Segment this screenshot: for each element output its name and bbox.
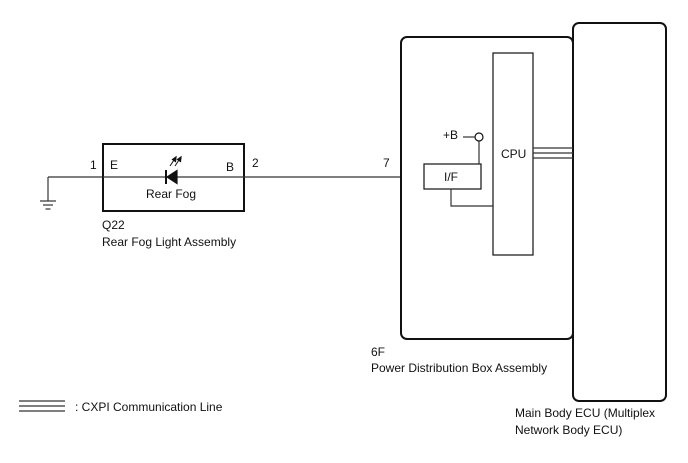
main-body-ecu-box (572, 22, 667, 402)
pdb-pin-number: 7 (383, 156, 390, 170)
pdb-connector-code: 6F (371, 345, 385, 359)
legend-cxpi-label: : CXPI Communication Line (75, 400, 223, 414)
ground-symbol (40, 177, 56, 210)
led-icon (165, 155, 182, 185)
pin-e-number: 1 (90, 158, 97, 172)
cxpi-line (533, 147, 573, 159)
interface-cpu-wire (450, 189, 493, 207)
main-body-ecu-name-line1: Main Body ECU (Multiplex (515, 406, 655, 420)
cpu-box (492, 52, 534, 256)
pin-b-label: B (226, 160, 234, 174)
supply-terminal-icon (474, 132, 484, 142)
interface-label: I/F (444, 170, 458, 184)
rear-fog-assembly-name: Rear Fog Light Assembly (102, 235, 236, 249)
legend-cxpi-line-icon (19, 400, 65, 412)
pin-b-number: 2 (252, 156, 259, 170)
supply-label: +B (443, 128, 458, 142)
lamp-label: Rear Fog (146, 187, 196, 201)
pdb-assembly-name: Power Distribution Box Assembly (371, 361, 547, 375)
cpu-label: CPU (501, 147, 526, 161)
interface-box (423, 163, 482, 190)
rear-fog-connector-code: Q22 (102, 218, 125, 232)
pin-e-label: E (110, 158, 118, 172)
main-body-ecu-name-line2: Network Body ECU) (515, 423, 622, 437)
